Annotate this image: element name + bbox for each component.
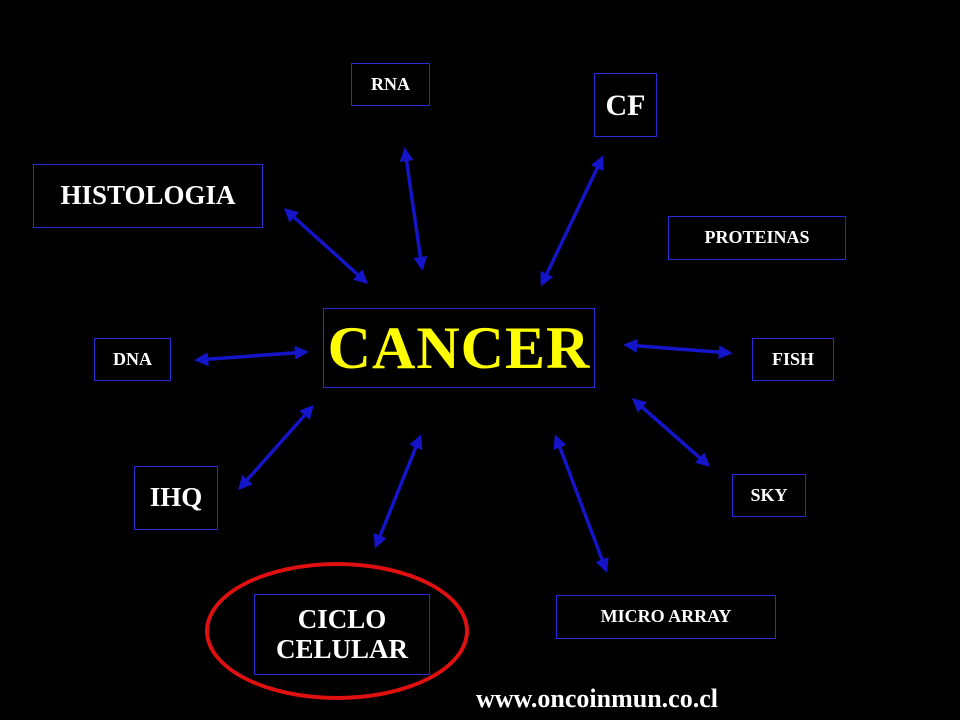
- arrow-ihq: [238, 404, 314, 491]
- arrow-histologia: [283, 208, 369, 284]
- node-label: PROTEINAS: [704, 227, 810, 248]
- node-ihq: IHQ: [134, 466, 218, 530]
- node-histologia: HISTOLOGIA: [33, 164, 263, 228]
- arrow-ciclo-celular: [373, 434, 423, 549]
- node-cf: CF: [594, 73, 657, 137]
- center-node-cancer: CANCER: [323, 308, 595, 388]
- node-sky: SKY: [732, 474, 806, 517]
- arrow-rna: [399, 147, 428, 271]
- arrow-fish: [623, 338, 733, 360]
- node-label: SKY: [750, 484, 788, 505]
- highlight-ring: [205, 562, 469, 700]
- arrow-cf: [540, 155, 604, 287]
- node-proteinas: PROTEINAS: [668, 216, 846, 260]
- node-label: IHQ: [149, 482, 203, 513]
- node-label: HISTOLOGIA: [60, 180, 236, 211]
- node-fish: FISH: [752, 338, 834, 381]
- center-label: CANCER: [327, 315, 591, 381]
- node-dna: DNA: [94, 338, 171, 381]
- arrow-micro-array: [553, 434, 609, 573]
- node-label: MICRO ARRAY: [600, 606, 732, 627]
- footer-url: www.oncoinmun.co.cl: [476, 684, 718, 713]
- arrow-sky: [631, 398, 711, 467]
- arrow-dna: [194, 345, 309, 367]
- node-label: RNA: [371, 73, 410, 94]
- node-label: FISH: [771, 348, 814, 369]
- node-label: DNA: [113, 348, 152, 369]
- node-rna: RNA: [351, 63, 430, 106]
- node-micro-array: MICRO ARRAY: [556, 595, 776, 639]
- node-label: CF: [605, 88, 646, 122]
